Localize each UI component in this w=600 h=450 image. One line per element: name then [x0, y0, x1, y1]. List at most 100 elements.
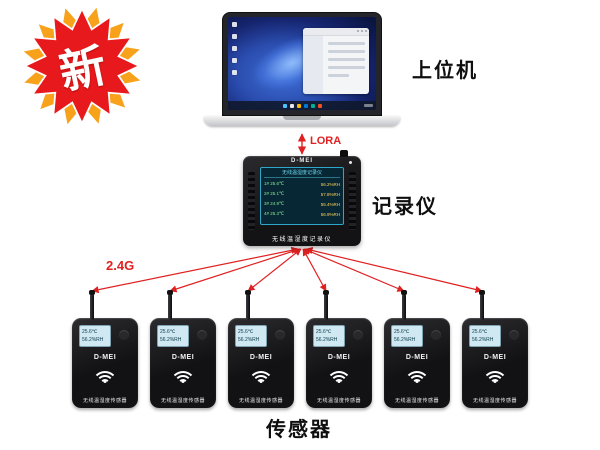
sensor-device: 25.6℃ 56.2%RH D-MEI 无线温湿度传感器 [228, 290, 294, 408]
sensor-humidity: 56.2%RH [394, 337, 416, 343]
system-tray [364, 104, 373, 107]
window-text-line [328, 74, 349, 77]
sensor-button [431, 330, 441, 340]
desktop-icon [232, 46, 237, 51]
sensor-device: 25.6℃ 56.2%RH D-MEI 无线温湿度传感器 [306, 290, 372, 408]
sensor-temp: 25.6℃ [160, 329, 176, 335]
antenna [401, 290, 407, 320]
sensor-screen: 25.6℃ 56.2%RH [157, 325, 189, 347]
rf-link-label: 2.4G [106, 258, 135, 273]
reading-humidity: 56.2%RH [320, 181, 340, 187]
reading-row: 1# 25.6℃ 56.2%RH [264, 179, 340, 189]
sensor-button [509, 330, 519, 340]
sensor-caption: 无线温湿度传感器 [82, 398, 127, 404]
wifi-icon [92, 368, 118, 383]
reading-temp: 2# 25.1℃ [264, 191, 285, 196]
desktop-icon [232, 34, 237, 39]
new-badge: 新 [22, 6, 142, 126]
desktop-icon [232, 22, 237, 27]
edge-icon [303, 103, 308, 108]
sensor-humidity: 56.2%RH [238, 337, 260, 343]
window-controls [357, 30, 367, 32]
sensor-caption: 无线温湿度传感器 [472, 398, 517, 404]
sensor-humidity: 56.2%RH [160, 337, 182, 343]
new-badge-text: 新 [54, 38, 111, 100]
sensor-brand-logo: D-MEI [93, 354, 117, 361]
search-icon [289, 103, 294, 108]
reading-temp: 4# 25.3℃ [264, 211, 285, 216]
sensor-temp: 25.6℃ [316, 329, 332, 335]
sensors-label: 传感器 [266, 419, 332, 441]
sensor-screen: 25.6℃ 56.2%RH [391, 325, 423, 347]
recorder-screen: 无线温湿度记录仪 1# 25.6℃ 56.2%RH 2# 25.1℃ 57.8%… [260, 167, 344, 225]
sensor-brand-logo: D-MEI [327, 354, 351, 361]
desktop-icon [232, 70, 237, 75]
sensor-humidity: 56.2%RH [82, 337, 104, 343]
window-text-line [328, 42, 365, 45]
start-icon [282, 103, 287, 108]
window-titlebar [303, 28, 369, 36]
sensor-brand-logo: D-MEI [405, 354, 429, 361]
recorder-brand-logo: D-MEI [291, 158, 313, 164]
desktop-icons [232, 22, 237, 75]
app-icon [317, 103, 322, 108]
sensor-brand-logo: D-MEI [171, 354, 195, 361]
vent-grille-right [349, 172, 356, 230]
rf-link-lines [91, 246, 483, 294]
recorder-screen-title: 无线温湿度记录仪 [264, 170, 340, 178]
settings-window [303, 28, 369, 94]
sensor-caption: 无线温湿度传感器 [160, 398, 205, 404]
antenna [167, 290, 173, 320]
sensor-temp: 25.6℃ [82, 329, 98, 335]
reading-humidity: 56.9%RH [320, 211, 340, 217]
window-text-line [328, 50, 365, 53]
vent-grille-left [248, 172, 255, 230]
recorder-caption: 无线温湿度记录仪 [271, 237, 332, 243]
reading-humidity: 55.4%RH [320, 201, 340, 207]
sensor-caption: 无线温湿度传感器 [394, 398, 439, 404]
sensor-screen: 25.6℃ 56.2%RH [79, 325, 111, 347]
sensor-humidity: 56.2%RH [316, 337, 338, 343]
sensor-temp: 25.6℃ [394, 329, 410, 335]
laptop-notch [283, 116, 321, 120]
sensor-caption: 无线温湿度传感器 [238, 398, 283, 404]
window-text-line [328, 58, 365, 61]
sensor-caption: 无线温湿度传感器 [316, 398, 361, 404]
sensor-temp: 25.6℃ [472, 329, 488, 335]
wifi-icon [404, 368, 430, 383]
desktop-icon [232, 58, 237, 63]
close-icon [365, 30, 367, 32]
laptop-base [204, 116, 400, 126]
sensor-temp: 25.6℃ [238, 329, 254, 335]
sensor-device: 25.6℃ 56.2%RH D-MEI 无线温湿度传感器 [462, 290, 528, 408]
recorder-device: D-MEI 无线温湿度记录仪 1# 25.6℃ 56.2%RH 2# 25.1℃… [243, 150, 361, 246]
sensor-device: 25.6℃ 56.2%RH D-MEI 无线温湿度传感器 [150, 290, 216, 408]
recorder-readings: 1# 25.6℃ 56.2%RH 2# 25.1℃ 57.8%RH 3# 24.… [264, 179, 340, 219]
sensor-button [275, 330, 285, 340]
sensor-brand-logo: D-MEI [483, 354, 507, 361]
window-sidebar [303, 36, 323, 94]
explorer-icon [296, 103, 301, 108]
recorder-label: 记录仪 [372, 196, 438, 218]
sensor-screen: 25.6℃ 56.2%RH [469, 325, 501, 347]
sensor-button [119, 330, 129, 340]
reading-row: 4# 25.3℃ 56.9%RH [264, 209, 340, 219]
laptop-screen-bezel [222, 12, 382, 116]
sensor-device: 25.6℃ 56.2%RH D-MEI 无线温湿度传感器 [72, 290, 138, 408]
laptop [204, 12, 400, 126]
wifi-icon [326, 368, 352, 383]
host-computer-label: 上位机 [412, 60, 478, 82]
recorder-antenna-stub [340, 150, 348, 157]
sensor-button [353, 330, 363, 340]
sensor-brand-logo: D-MEI [249, 354, 273, 361]
recorder-led [349, 161, 352, 164]
reading-temp: 1# 25.6℃ [264, 181, 285, 186]
sensor-screen: 25.6℃ 56.2%RH [235, 325, 267, 347]
antenna [89, 290, 95, 320]
sensor-device: 25.6℃ 56.2%RH D-MEI 无线温湿度传感器 [384, 290, 450, 408]
sensor-humidity: 56.2%RH [472, 337, 494, 343]
store-icon [310, 103, 315, 108]
sensor-screen: 25.6℃ 56.2%RH [313, 325, 345, 347]
reading-row: 2# 25.1℃ 57.8%RH [264, 189, 340, 199]
